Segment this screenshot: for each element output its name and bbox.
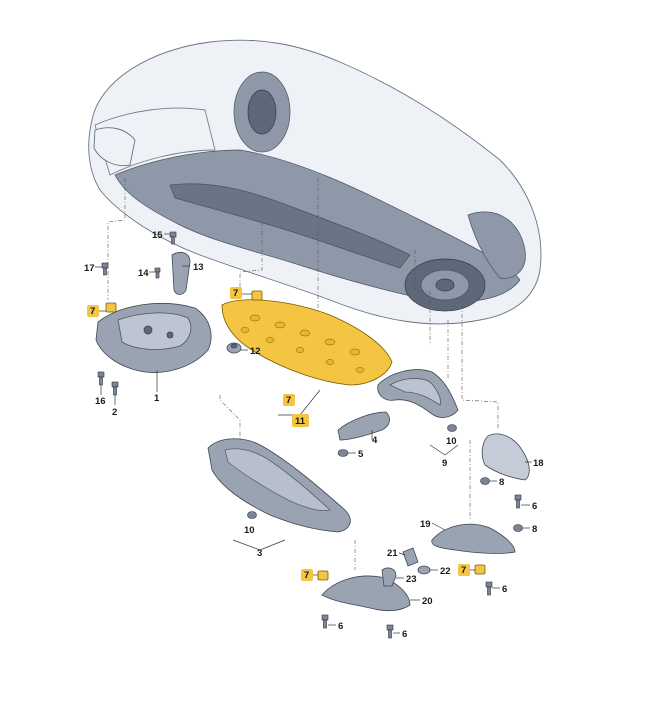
projection-lines bbox=[107, 178, 499, 570]
callout-labels: 15 17 14 13 7 7 12 1 16 2 7 11 4 5 10 9 … bbox=[84, 230, 544, 640]
callout-6-c: 6 bbox=[338, 621, 343, 632]
callout-13: 13 bbox=[193, 262, 204, 273]
callout-6-a: 6 bbox=[532, 501, 537, 512]
clip-23 bbox=[381, 567, 397, 587]
rear-undertray-19 bbox=[431, 523, 516, 554]
callout-4: 4 bbox=[372, 435, 378, 446]
callout-12: 12 bbox=[250, 346, 261, 357]
callout-7-highlight-box bbox=[283, 394, 295, 406]
callout-19: 19 bbox=[420, 519, 431, 530]
callout-22: 22 bbox=[440, 566, 451, 577]
callout-3: 3 bbox=[257, 548, 262, 559]
clip-21 bbox=[402, 547, 419, 567]
callout-16: 16 bbox=[95, 396, 106, 407]
callout-7-highlight-box bbox=[458, 564, 470, 576]
nut-22 bbox=[417, 565, 431, 575]
callout-17: 17 bbox=[84, 263, 95, 274]
bracket-13 bbox=[171, 251, 191, 295]
callout-1: 1 bbox=[154, 393, 160, 404]
lower-cover-20 bbox=[321, 575, 411, 612]
callout-20: 20 bbox=[422, 596, 433, 607]
callout-10-lower: 10 bbox=[244, 525, 255, 536]
callout-7-highlight-box bbox=[301, 569, 313, 581]
bracket-18 bbox=[481, 433, 530, 481]
engine-undertray bbox=[95, 303, 212, 373]
callout-21: 21 bbox=[387, 548, 398, 559]
clip-7-group bbox=[105, 290, 486, 581]
callout-7-highlight-box bbox=[87, 305, 99, 317]
callout-7-e: 7 bbox=[304, 570, 309, 581]
callout-14: 14 bbox=[138, 268, 149, 279]
central-undertray-highlighted bbox=[221, 299, 393, 386]
callout-7-b: 7 bbox=[233, 288, 238, 299]
callout-9: 9 bbox=[442, 458, 447, 469]
callout-6-d: 6 bbox=[402, 629, 407, 640]
callout-7-a: 7 bbox=[90, 306, 95, 317]
callout-7-d: 7 bbox=[461, 565, 466, 576]
callout-7-highlight-box bbox=[230, 287, 242, 299]
callout-8-b: 8 bbox=[532, 524, 537, 535]
callout-7-c: 7 bbox=[286, 395, 291, 406]
callout-2: 2 bbox=[112, 407, 117, 418]
callout-18: 18 bbox=[533, 458, 544, 469]
callout-11: 11 bbox=[295, 416, 306, 427]
callout-11-highlight-box bbox=[292, 414, 309, 427]
callout-10-right: 10 bbox=[446, 436, 457, 447]
callout-8-a: 8 bbox=[499, 477, 504, 488]
car-body bbox=[88, 39, 542, 325]
callout-5: 5 bbox=[358, 449, 364, 460]
callout-6-b: 6 bbox=[502, 584, 507, 595]
heat-shield-9 bbox=[377, 369, 459, 418]
callout-15: 15 bbox=[152, 230, 163, 241]
side-undertray-3 bbox=[207, 438, 351, 533]
guard-4 bbox=[337, 411, 390, 441]
callout-23: 23 bbox=[406, 574, 417, 585]
grommet-12 bbox=[226, 342, 242, 354]
